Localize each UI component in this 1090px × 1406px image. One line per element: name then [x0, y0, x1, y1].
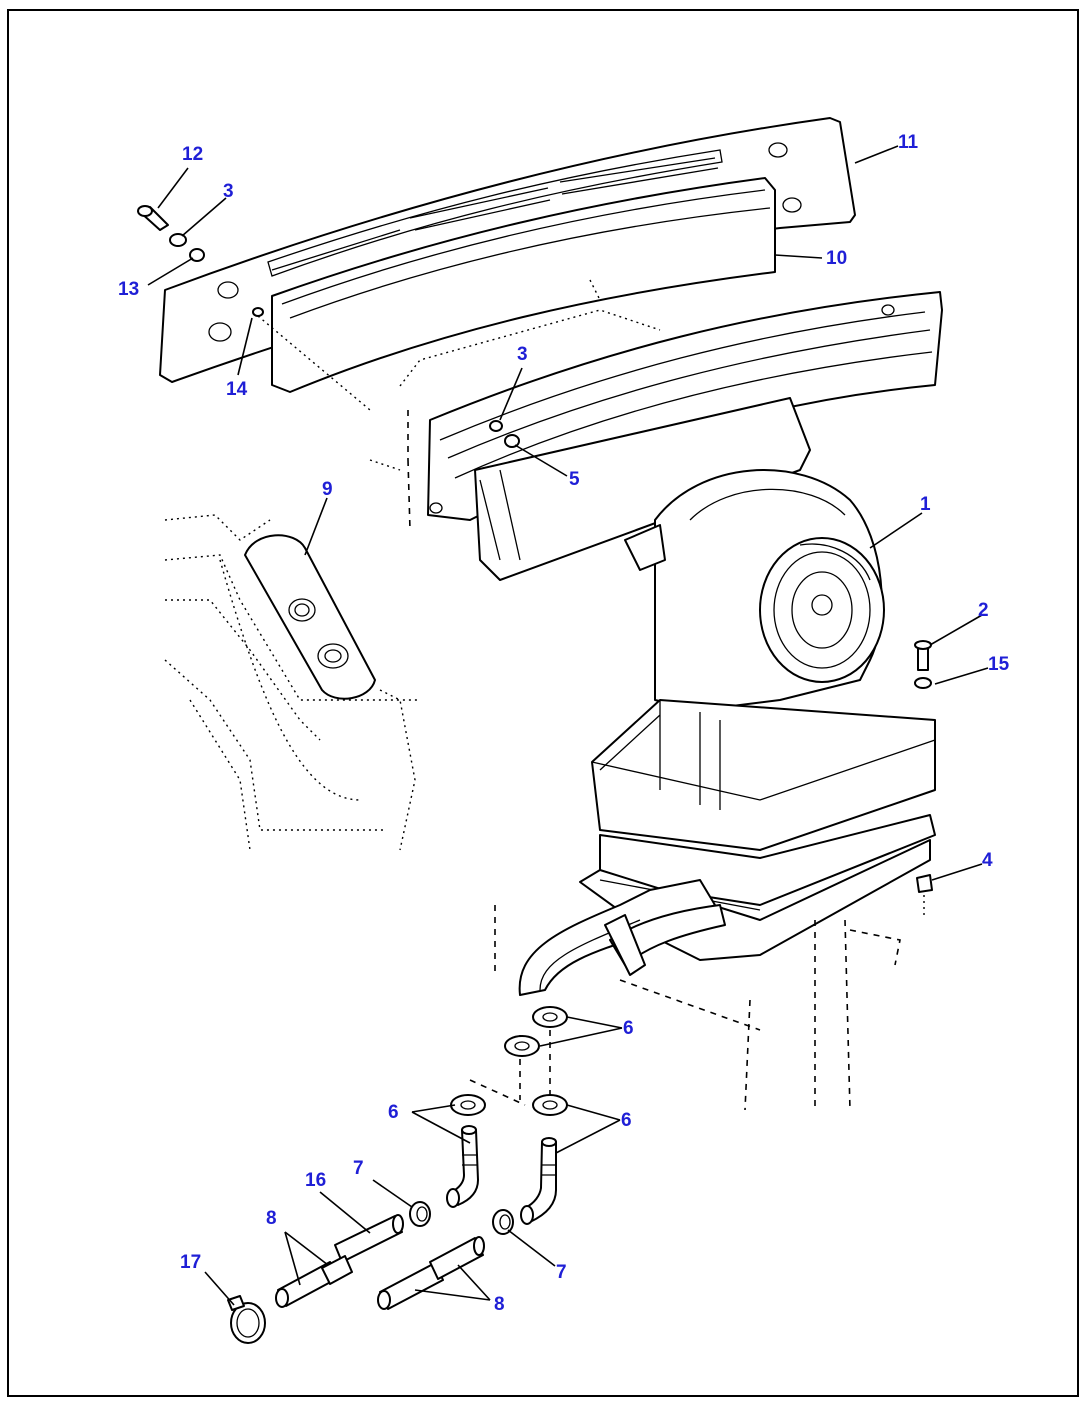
washer-13: [189, 248, 205, 262]
hose-8-right: [377, 1236, 485, 1310]
elbow-pipe-left: [446, 1125, 479, 1208]
washer-3-lower: [489, 420, 503, 432]
control-panel-9: [244, 534, 376, 700]
elbow-pipe-right: [520, 1137, 557, 1225]
callout-1: 1: [920, 494, 931, 515]
callout-17: 17: [180, 1252, 201, 1273]
callout-13: 13: [118, 279, 139, 300]
clip-4: [916, 874, 933, 915]
callout-8-right: 8: [494, 1294, 505, 1315]
o-ring-6-d: [450, 1094, 486, 1116]
console-background: [164, 514, 420, 851]
bolt-2: [914, 640, 932, 671]
callout-15: 15: [988, 654, 1010, 675]
callout-9: 9: [322, 479, 333, 500]
nut-14: [252, 307, 371, 411]
hose-8-left: [275, 1255, 353, 1308]
callout-10: 10: [826, 248, 847, 269]
callout-6-left: 6: [388, 1102, 399, 1123]
callout-4: 4: [982, 850, 993, 871]
hose-16: [334, 1214, 404, 1263]
callout-6-upper: 6: [623, 1018, 634, 1039]
callout-5: 5: [569, 469, 580, 490]
callout-7-left: 7: [353, 1158, 364, 1179]
washer-3-upper: [169, 233, 187, 247]
callout-labels: 12 3 13 14 11 10 3 5 9 1 2 15 4 6 6 6 7 …: [118, 132, 1010, 1315]
clamp-7-left: [409, 1201, 431, 1227]
hose-clamp-17: [227, 1295, 266, 1344]
heater-hoses: [469, 879, 901, 1111]
filter-box-10: [271, 177, 776, 393]
callout-12: 12: [182, 144, 203, 165]
drawing-frame: [7, 9, 1079, 1397]
callout-3-lower: 3: [517, 344, 528, 365]
o-ring-6-b: [504, 1035, 540, 1057]
o-ring-6-a: [532, 1006, 568, 1028]
air-duct-outlet: [369, 291, 943, 581]
o-ring-6-c: [532, 1094, 568, 1116]
clamp-7-right: [492, 1209, 514, 1235]
callout-7-right: 7: [556, 1262, 567, 1283]
callout-2: 2: [978, 600, 989, 621]
callout-16: 16: [305, 1170, 326, 1191]
leader-lines: [147, 145, 989, 1306]
callout-3-upper: 3: [223, 181, 234, 202]
callout-6-right: 6: [621, 1110, 632, 1131]
callout-11: 11: [898, 132, 919, 153]
nut-5: [504, 434, 520, 448]
callout-14: 14: [226, 379, 248, 400]
bolt-12: [137, 205, 169, 231]
blower-unit-1: [579, 469, 936, 961]
callout-8-left: 8: [266, 1208, 277, 1229]
washer-15: [914, 677, 932, 689]
